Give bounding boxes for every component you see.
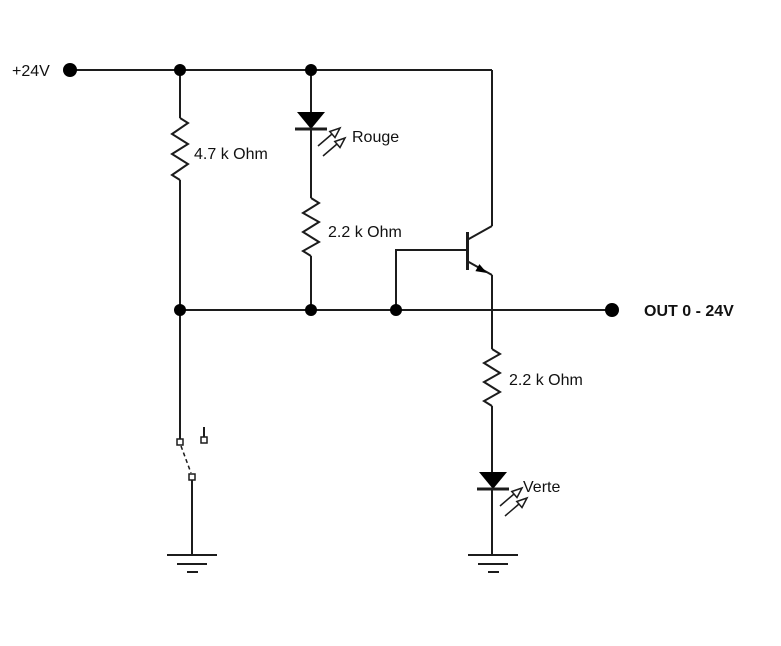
transistor-emitter-arrow	[475, 264, 487, 273]
switch-blade	[180, 445, 192, 474]
resistor-2k2-mid-symbol	[301, 197, 321, 257]
resistor-r1-label: 4.7 k Ohm	[194, 146, 268, 163]
resistor-4k7-symbol	[170, 117, 190, 181]
transistor-collector-lead	[466, 225, 493, 241]
switch-symbol	[176, 427, 208, 481]
output-label: OUT 0 - 24V	[644, 303, 734, 320]
supply-terminal-dot	[63, 63, 77, 77]
resistor-r2-label: 2.2 k Ohm	[328, 224, 402, 241]
junction-dot	[305, 64, 317, 76]
junction-dot	[305, 304, 317, 316]
led-green-label: Verte	[523, 479, 560, 496]
led-red-triangle	[297, 112, 325, 129]
npn-transistor-symbol	[466, 225, 493, 276]
junction-dot	[174, 304, 186, 316]
junction-dot	[174, 64, 186, 76]
led-green-symbol	[477, 472, 528, 517]
led-red-rays-icon	[317, 127, 346, 157]
ground-left-symbol	[167, 554, 217, 573]
resistor-2k2-right-symbol	[482, 348, 502, 407]
led-green-triangle	[479, 472, 507, 489]
resistor-r3-label: 2.2 k Ohm	[509, 372, 583, 389]
output-terminal-dot	[605, 303, 619, 317]
switch-contact-throw	[200, 436, 208, 444]
wire-base-lead	[395, 249, 466, 310]
led-red-symbol	[295, 112, 346, 157]
junction-dot	[390, 304, 402, 316]
supply-label: +24V	[12, 63, 50, 80]
switch-contact-top	[176, 438, 184, 446]
led-red-label: Rouge	[352, 129, 399, 146]
switch-pole-contact	[188, 473, 196, 481]
ground-right-symbol	[468, 554, 518, 573]
